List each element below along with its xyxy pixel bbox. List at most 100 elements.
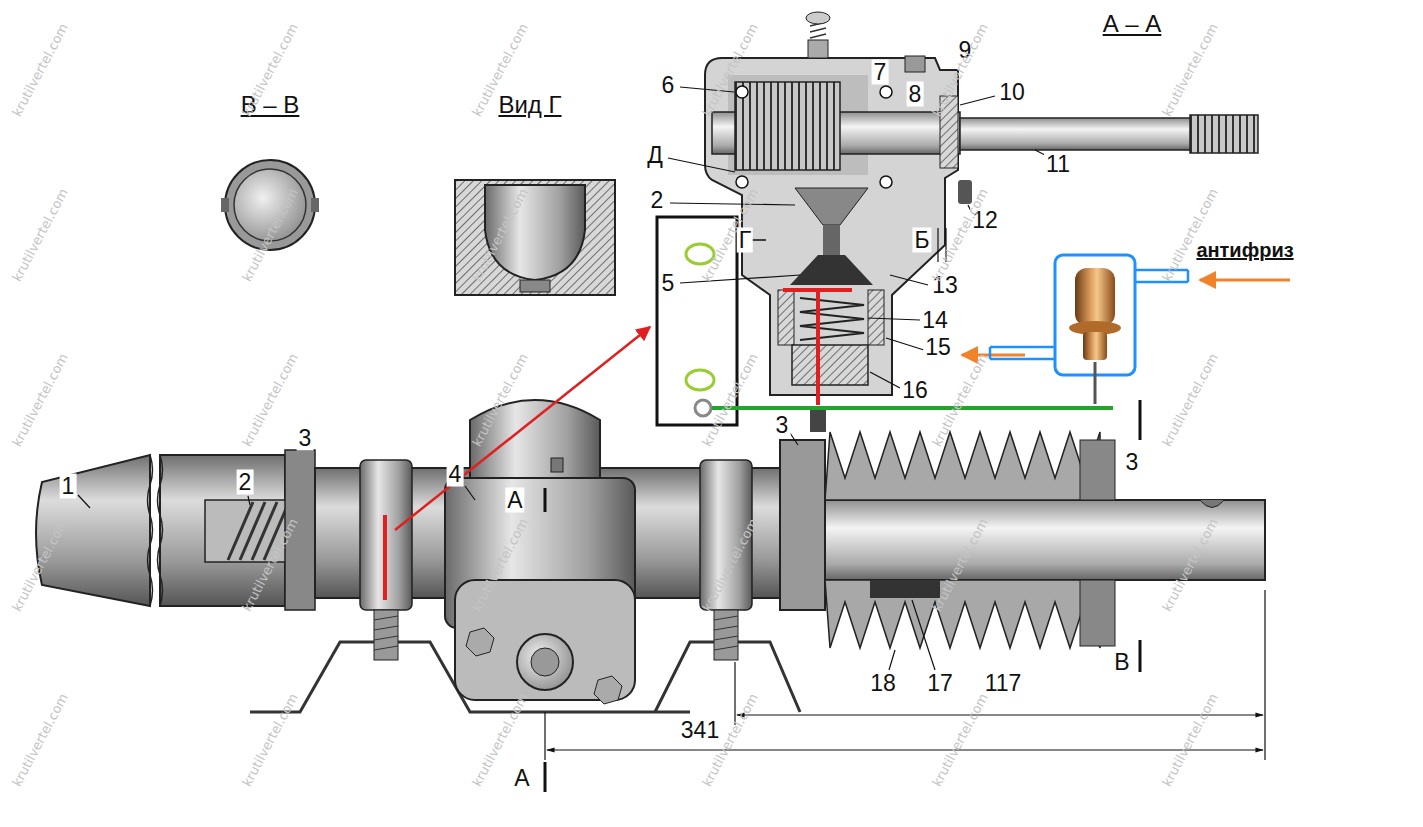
rack-assembly-part	[825, 432, 1100, 500]
callout-number: 3	[774, 413, 791, 438]
callout-number: 5	[660, 271, 677, 296]
dimension-lines-part	[547, 749, 1263, 750]
rack-assembly-part	[714, 616, 738, 650]
watermark: krutilvertel.com	[930, 516, 990, 613]
watermark: krutilvertel.com	[930, 186, 990, 283]
overlay-markings-part	[686, 370, 714, 390]
watermark: krutilvertel.com	[930, 351, 990, 448]
leader-lines-part	[870, 372, 900, 388]
dimension-lines-part	[752, 239, 766, 241]
view-g-figure-part	[520, 280, 550, 292]
callout-number: 14	[920, 308, 950, 333]
section-aa-figure-part	[778, 290, 794, 345]
section-aa-figure-part	[880, 176, 892, 188]
dimension-lines-part	[544, 488, 547, 512]
overlay-markings-part	[712, 406, 1113, 410]
leader-lines	[78, 87, 1045, 670]
watermark: krutilvertel.com	[1160, 516, 1220, 613]
callout-number: 11	[1044, 152, 1072, 177]
section-aa-figure-part	[905, 56, 925, 72]
dimension-lines-part	[1264, 590, 1265, 760]
section-aa-figure-part	[795, 188, 868, 225]
thermostat-figure-part	[990, 358, 1055, 361]
thermostat-figure-part	[1135, 269, 1188, 272]
callout-number: 16	[900, 378, 930, 403]
watermark: krutilvertel.com	[10, 691, 70, 788]
callout-number: 17	[925, 671, 955, 696]
dimension-lines-part	[737, 714, 1263, 715]
rack-assembly-part	[360, 460, 412, 610]
overlay-markings-part	[1200, 279, 1290, 282]
rack-assembly-part	[466, 628, 494, 656]
callout-number: 4	[447, 462, 464, 487]
leader-lines-part	[868, 318, 920, 320]
leader-lines-part	[890, 275, 928, 285]
watermark: krutilvertel.com	[1160, 21, 1220, 118]
thermostat-figure-part	[1094, 362, 1097, 404]
leader-lines-part	[465, 486, 475, 500]
thermostat-figure-part	[1187, 270, 1190, 282]
thermostat-figure-part	[990, 346, 1055, 349]
watermark: krutilvertel.com	[470, 186, 530, 283]
rack-assembly-part	[870, 580, 940, 598]
watermark: krutilvertel.com	[700, 351, 760, 448]
dimension-value: 117	[983, 671, 1024, 696]
section-aa-figure-part	[736, 176, 748, 188]
section-aa-figure-part	[790, 255, 873, 285]
watermark: krutilvertel.com	[10, 21, 70, 118]
watermark: krutilvertel.com	[930, 691, 990, 788]
watermark: krutilvertel.com	[1160, 186, 1220, 283]
callout-number: 2	[237, 470, 254, 495]
rack-assembly-part	[594, 676, 622, 704]
section-aa-figure-part	[806, 12, 830, 24]
section-bb-figure-part	[221, 198, 229, 212]
callout-number: 10	[997, 80, 1027, 105]
leader-lines-part	[248, 496, 250, 505]
watermark: krutilvertel.com	[700, 21, 760, 118]
section-title: Вид Г	[496, 92, 563, 118]
watermark: krutilvertel.com	[10, 351, 70, 448]
rack-assembly-part	[1200, 500, 1224, 508]
section-mark: А	[512, 766, 531, 791]
rack-assembly	[36, 400, 1265, 712]
callout-number: 7	[872, 60, 889, 85]
section-aa-figure-part	[1190, 115, 1258, 153]
section-aa-figure-part	[705, 58, 958, 395]
dimension-lines-part	[544, 762, 547, 792]
watermark: krutilvertel.com	[470, 351, 530, 448]
section-bb-figure-part	[311, 198, 319, 212]
rack-assembly-part	[158, 455, 163, 606]
callout-number: 2	[649, 188, 666, 213]
leader-lines-part	[790, 433, 798, 445]
overlay-markings-part	[695, 400, 711, 416]
leader-lines-part	[886, 338, 924, 350]
section-aa-figure-part	[880, 86, 892, 98]
watermark: krutilvertel.com	[1160, 351, 1220, 448]
rack-assembly-part	[374, 616, 398, 650]
section-aa-figure-part	[800, 298, 864, 340]
rack-assembly-part	[374, 610, 398, 660]
overlay-markings	[385, 217, 1290, 600]
watermark: krutilvertel.com	[930, 21, 990, 118]
watermark: krutilvertel.com	[1160, 691, 1220, 788]
callout-number: 3	[297, 426, 314, 451]
section-aa-figure-part	[792, 345, 868, 385]
thermostat-figure-part	[1083, 332, 1107, 360]
section-title: А – А	[1101, 11, 1164, 37]
thermostat-figure	[990, 255, 1188, 404]
dimension-value: 341	[679, 718, 721, 743]
watermark: krutilvertel.com	[700, 516, 760, 613]
leader-lines-part	[912, 600, 935, 670]
callout-number: 15	[923, 335, 953, 360]
dimension-lines-part	[1139, 640, 1142, 672]
callout-number: Д	[645, 143, 665, 168]
overlay-markings-part	[962, 354, 1025, 357]
rack-assembly-part	[714, 610, 738, 660]
rack-assembly-part	[780, 440, 825, 610]
section-aa-figure-part	[937, 228, 938, 262]
rack-assembly-part	[1080, 440, 1115, 500]
leader-lines-part	[668, 158, 735, 172]
rack-assembly-part	[531, 648, 559, 676]
callout-number: 3	[1124, 450, 1141, 475]
thermostat-figure-part	[1075, 268, 1115, 326]
